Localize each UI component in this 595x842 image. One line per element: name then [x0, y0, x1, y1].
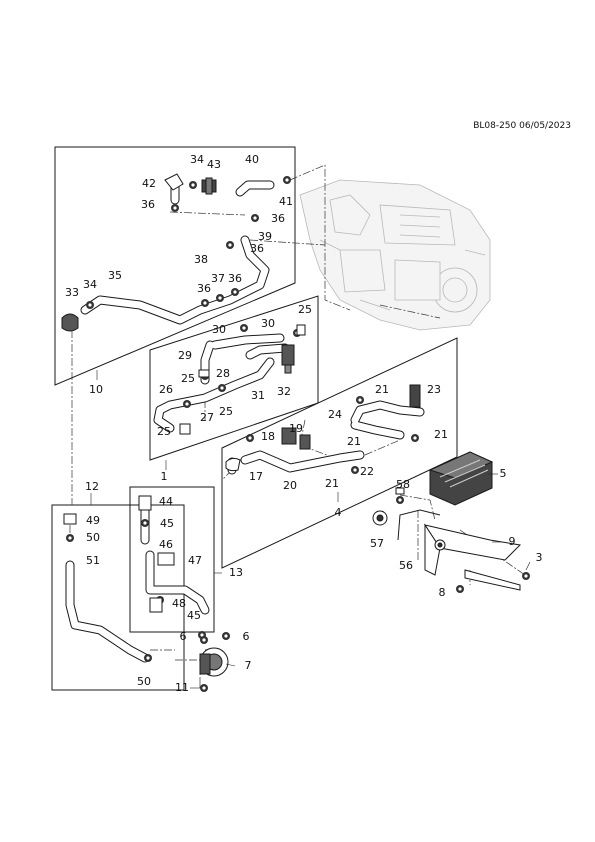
frame-group-13 — [129, 486, 215, 633]
callout: 27 — [200, 411, 214, 424]
callout: 21 — [347, 435, 361, 448]
heater-unit — [428, 451, 494, 506]
callout: 19 — [289, 422, 303, 435]
callout: 10 — [89, 383, 103, 396]
callout: 44 — [159, 495, 173, 508]
callout: 17 — [249, 470, 263, 483]
callout: 29 — [178, 349, 192, 362]
callout: 3 — [536, 551, 543, 564]
callout: 50 — [137, 675, 151, 688]
callout: 43 — [207, 158, 221, 171]
callout: 22 — [360, 465, 374, 478]
callout: 13 — [229, 566, 243, 579]
callout: 58 — [396, 478, 410, 491]
callout: 48 — [172, 597, 186, 610]
callout: 6 — [180, 630, 187, 643]
callout: 7 — [245, 659, 252, 672]
frame-group-10 — [54, 146, 296, 386]
callout: 40 — [245, 153, 259, 166]
callout: 28 — [216, 367, 230, 380]
callout: 25 — [157, 425, 171, 438]
callout: 30 — [212, 323, 226, 336]
callout: 47 — [188, 554, 202, 567]
callout: 45 — [187, 609, 201, 622]
frame-group-4 — [221, 337, 458, 569]
callout: 21 — [434, 428, 448, 441]
document-code: BL08-250 06/05/2023 — [473, 121, 571, 131]
callout: 36 — [271, 212, 285, 225]
callout: 46 — [159, 538, 173, 551]
callout: 56 — [399, 559, 413, 572]
callout: 33 — [65, 286, 79, 299]
pump — [199, 647, 229, 677]
callout: 20 — [283, 479, 297, 492]
callout-leaders — [90, 370, 531, 689]
callout: 34 — [83, 278, 97, 291]
callout: 26 — [159, 383, 173, 396]
callout: 50 — [86, 531, 100, 544]
callout: 35 — [108, 269, 122, 282]
hvac-unit-ghost — [299, 179, 491, 331]
callout: 51 — [86, 554, 100, 567]
callout: 9 — [509, 535, 516, 548]
callout: 36 — [141, 198, 155, 211]
callout: 45 — [160, 517, 174, 530]
callout: 39 — [258, 230, 272, 243]
callout: 6 — [243, 630, 250, 643]
components — [61, 173, 522, 677]
callout: 25 — [181, 372, 195, 385]
callout: 5 — [500, 467, 507, 480]
bracket — [423, 523, 522, 591]
callout: 32 — [277, 385, 291, 398]
callout: 41 — [279, 195, 293, 208]
frame-group-12 — [51, 504, 185, 691]
callout: 8 — [439, 586, 446, 599]
callout: 37 — [211, 272, 225, 285]
callout: 11 — [175, 681, 189, 694]
callout: 34 — [190, 153, 204, 166]
callout-numbers: 1 3 4 5 6 6 7 8 9 10 11 12 13 17 18 19 2… — [65, 153, 543, 694]
callout: 57 — [370, 537, 384, 550]
callout: 25 — [298, 303, 312, 316]
callout: 21 — [375, 383, 389, 396]
callout: 36 — [250, 242, 264, 255]
callout: 36 — [197, 282, 211, 295]
callout: 38 — [194, 253, 208, 266]
callout: 49 — [86, 514, 100, 527]
callout: 4 — [335, 506, 342, 519]
callout: 18 — [261, 430, 275, 443]
callout: 30 — [261, 317, 275, 330]
callout: 31 — [251, 389, 265, 402]
group-frames — [51, 146, 458, 691]
callout: 21 — [325, 477, 339, 490]
callout: 1 — [161, 470, 168, 483]
callout: 12 — [85, 480, 99, 493]
callout: 25 — [219, 405, 233, 418]
callout: 36 — [228, 272, 242, 285]
callout: 23 — [427, 383, 441, 396]
callout: 24 — [328, 408, 342, 421]
callout: 42 — [142, 177, 156, 190]
